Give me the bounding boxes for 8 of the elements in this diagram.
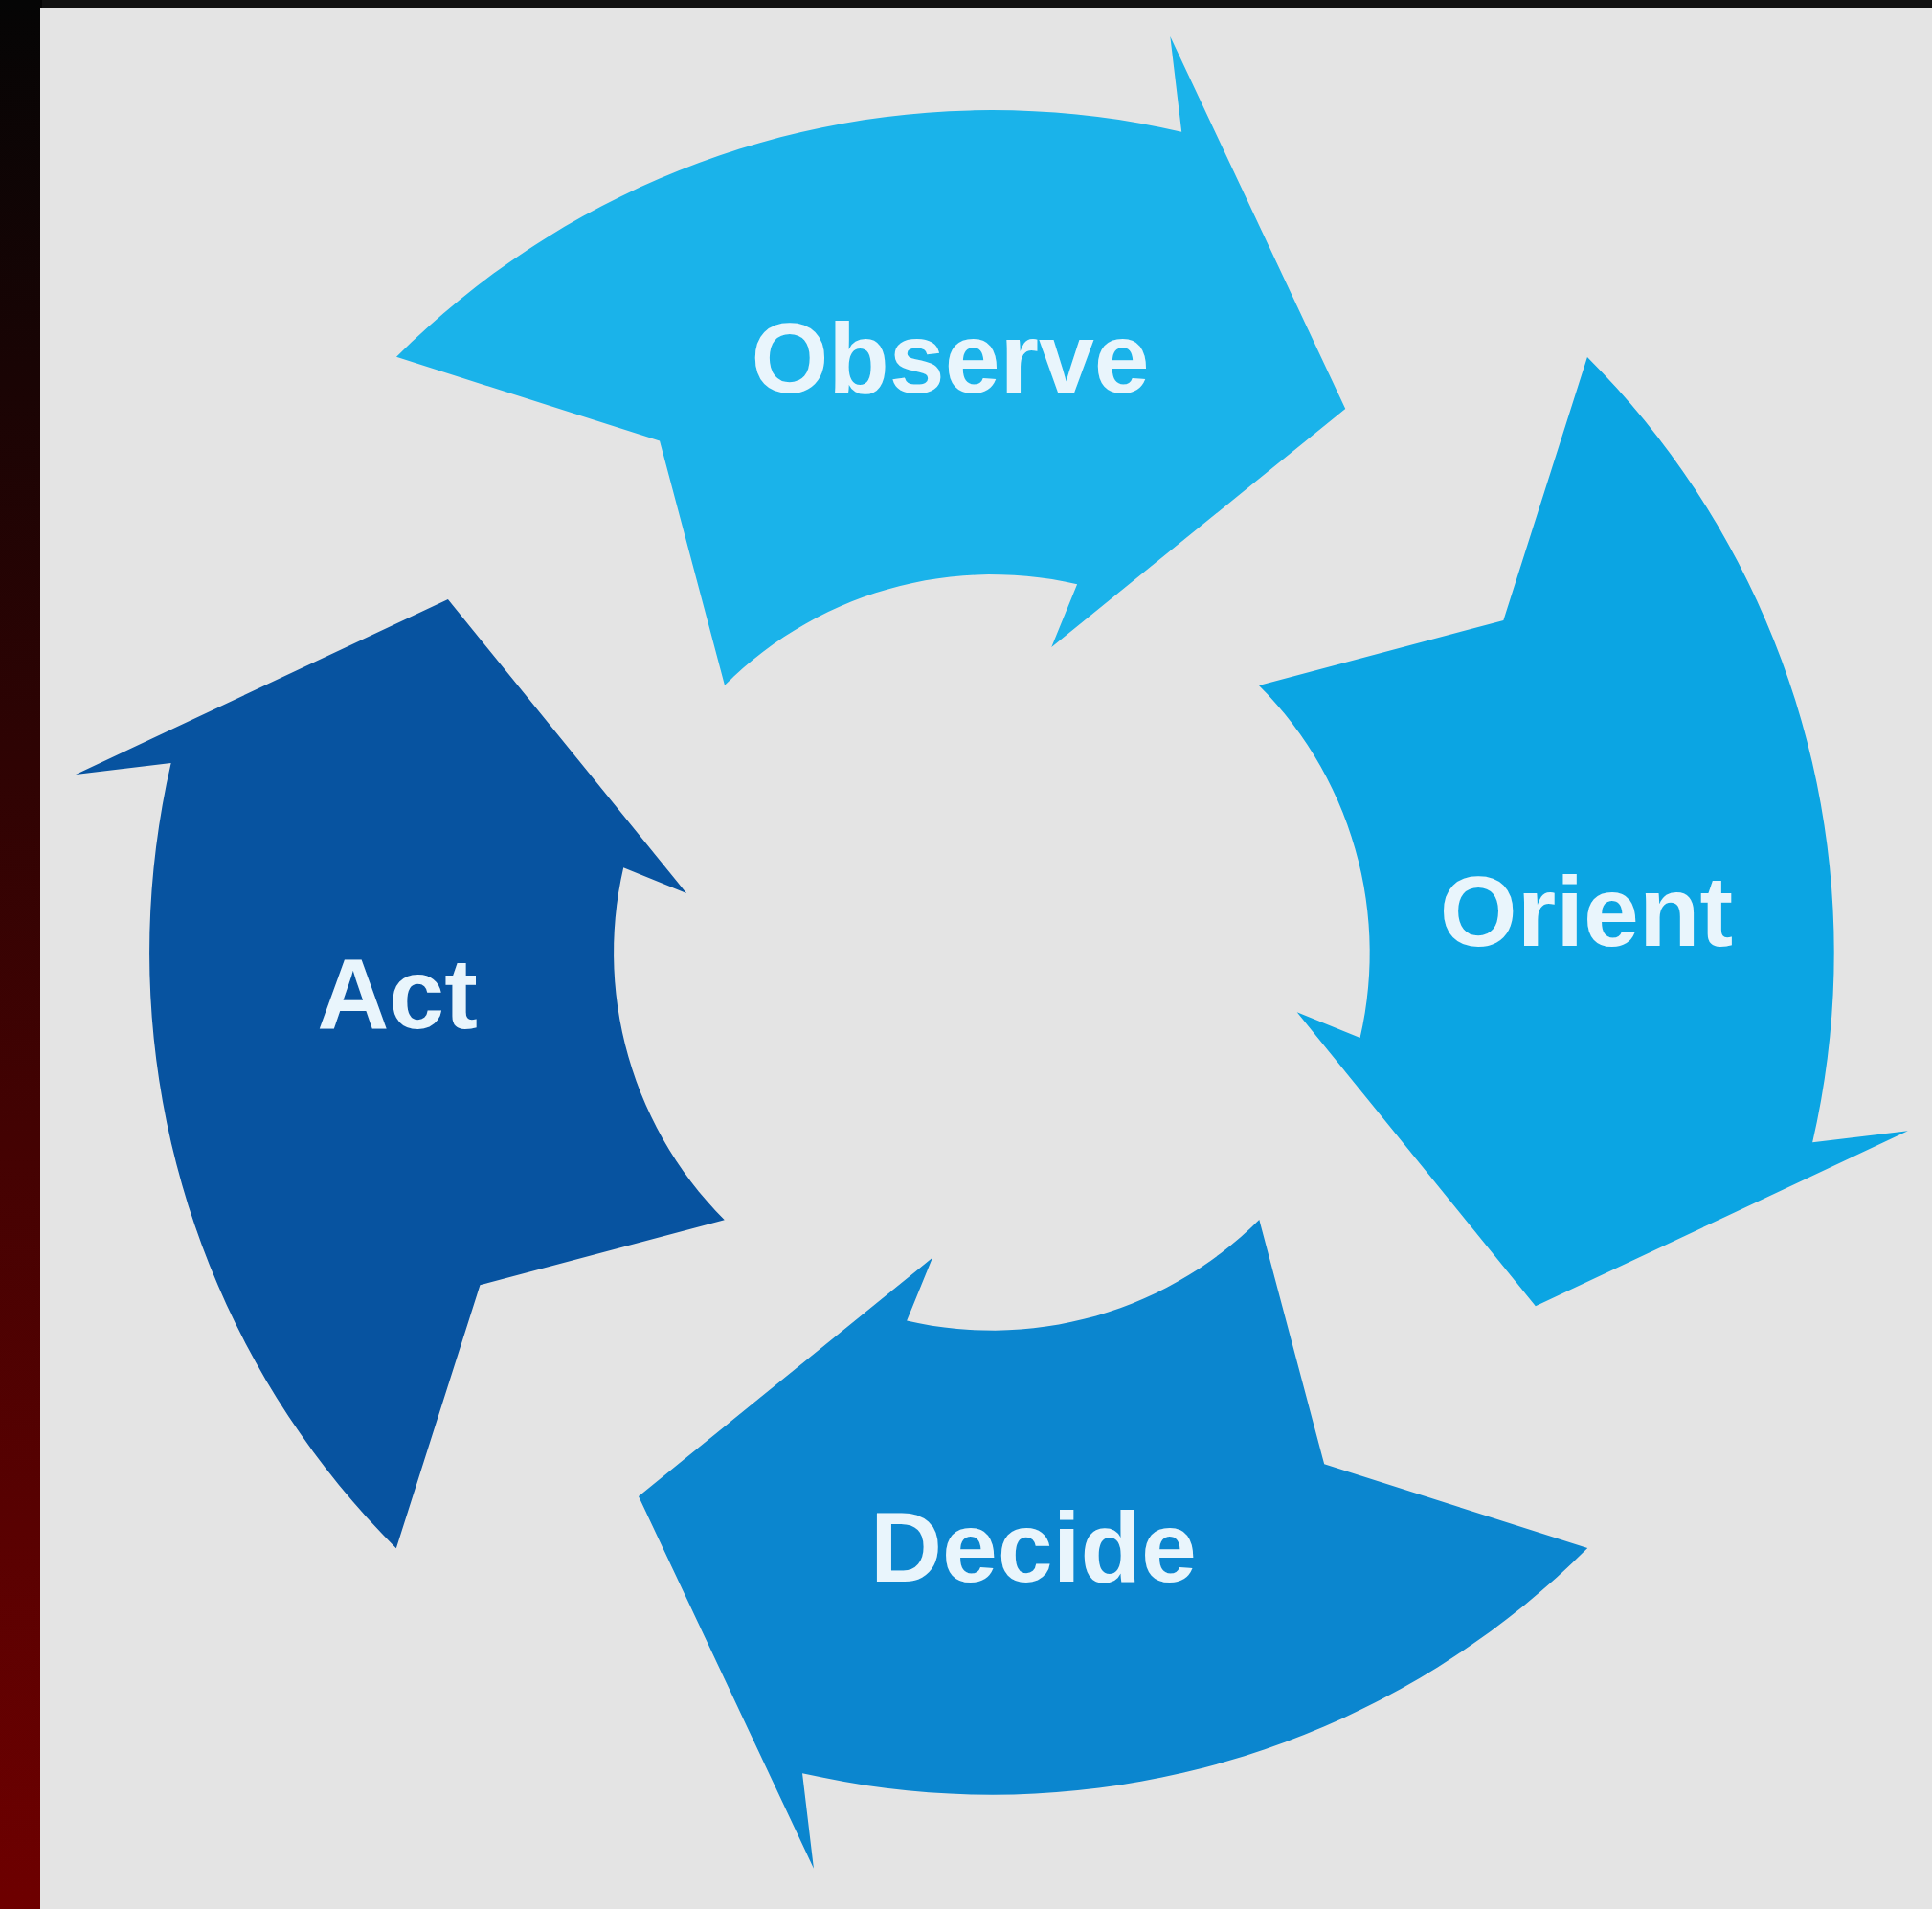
arrow-segment bbox=[395, 35, 1345, 685]
step-label: Act bbox=[317, 944, 478, 1044]
step-label: Decide bbox=[869, 1496, 1197, 1597]
step-label: Orient bbox=[1439, 861, 1734, 961]
arrow-segment bbox=[639, 1220, 1588, 1870]
arrow-segment bbox=[1259, 356, 1909, 1306]
step-label: Observe bbox=[751, 308, 1150, 408]
arrow-segment bbox=[75, 599, 725, 1549]
